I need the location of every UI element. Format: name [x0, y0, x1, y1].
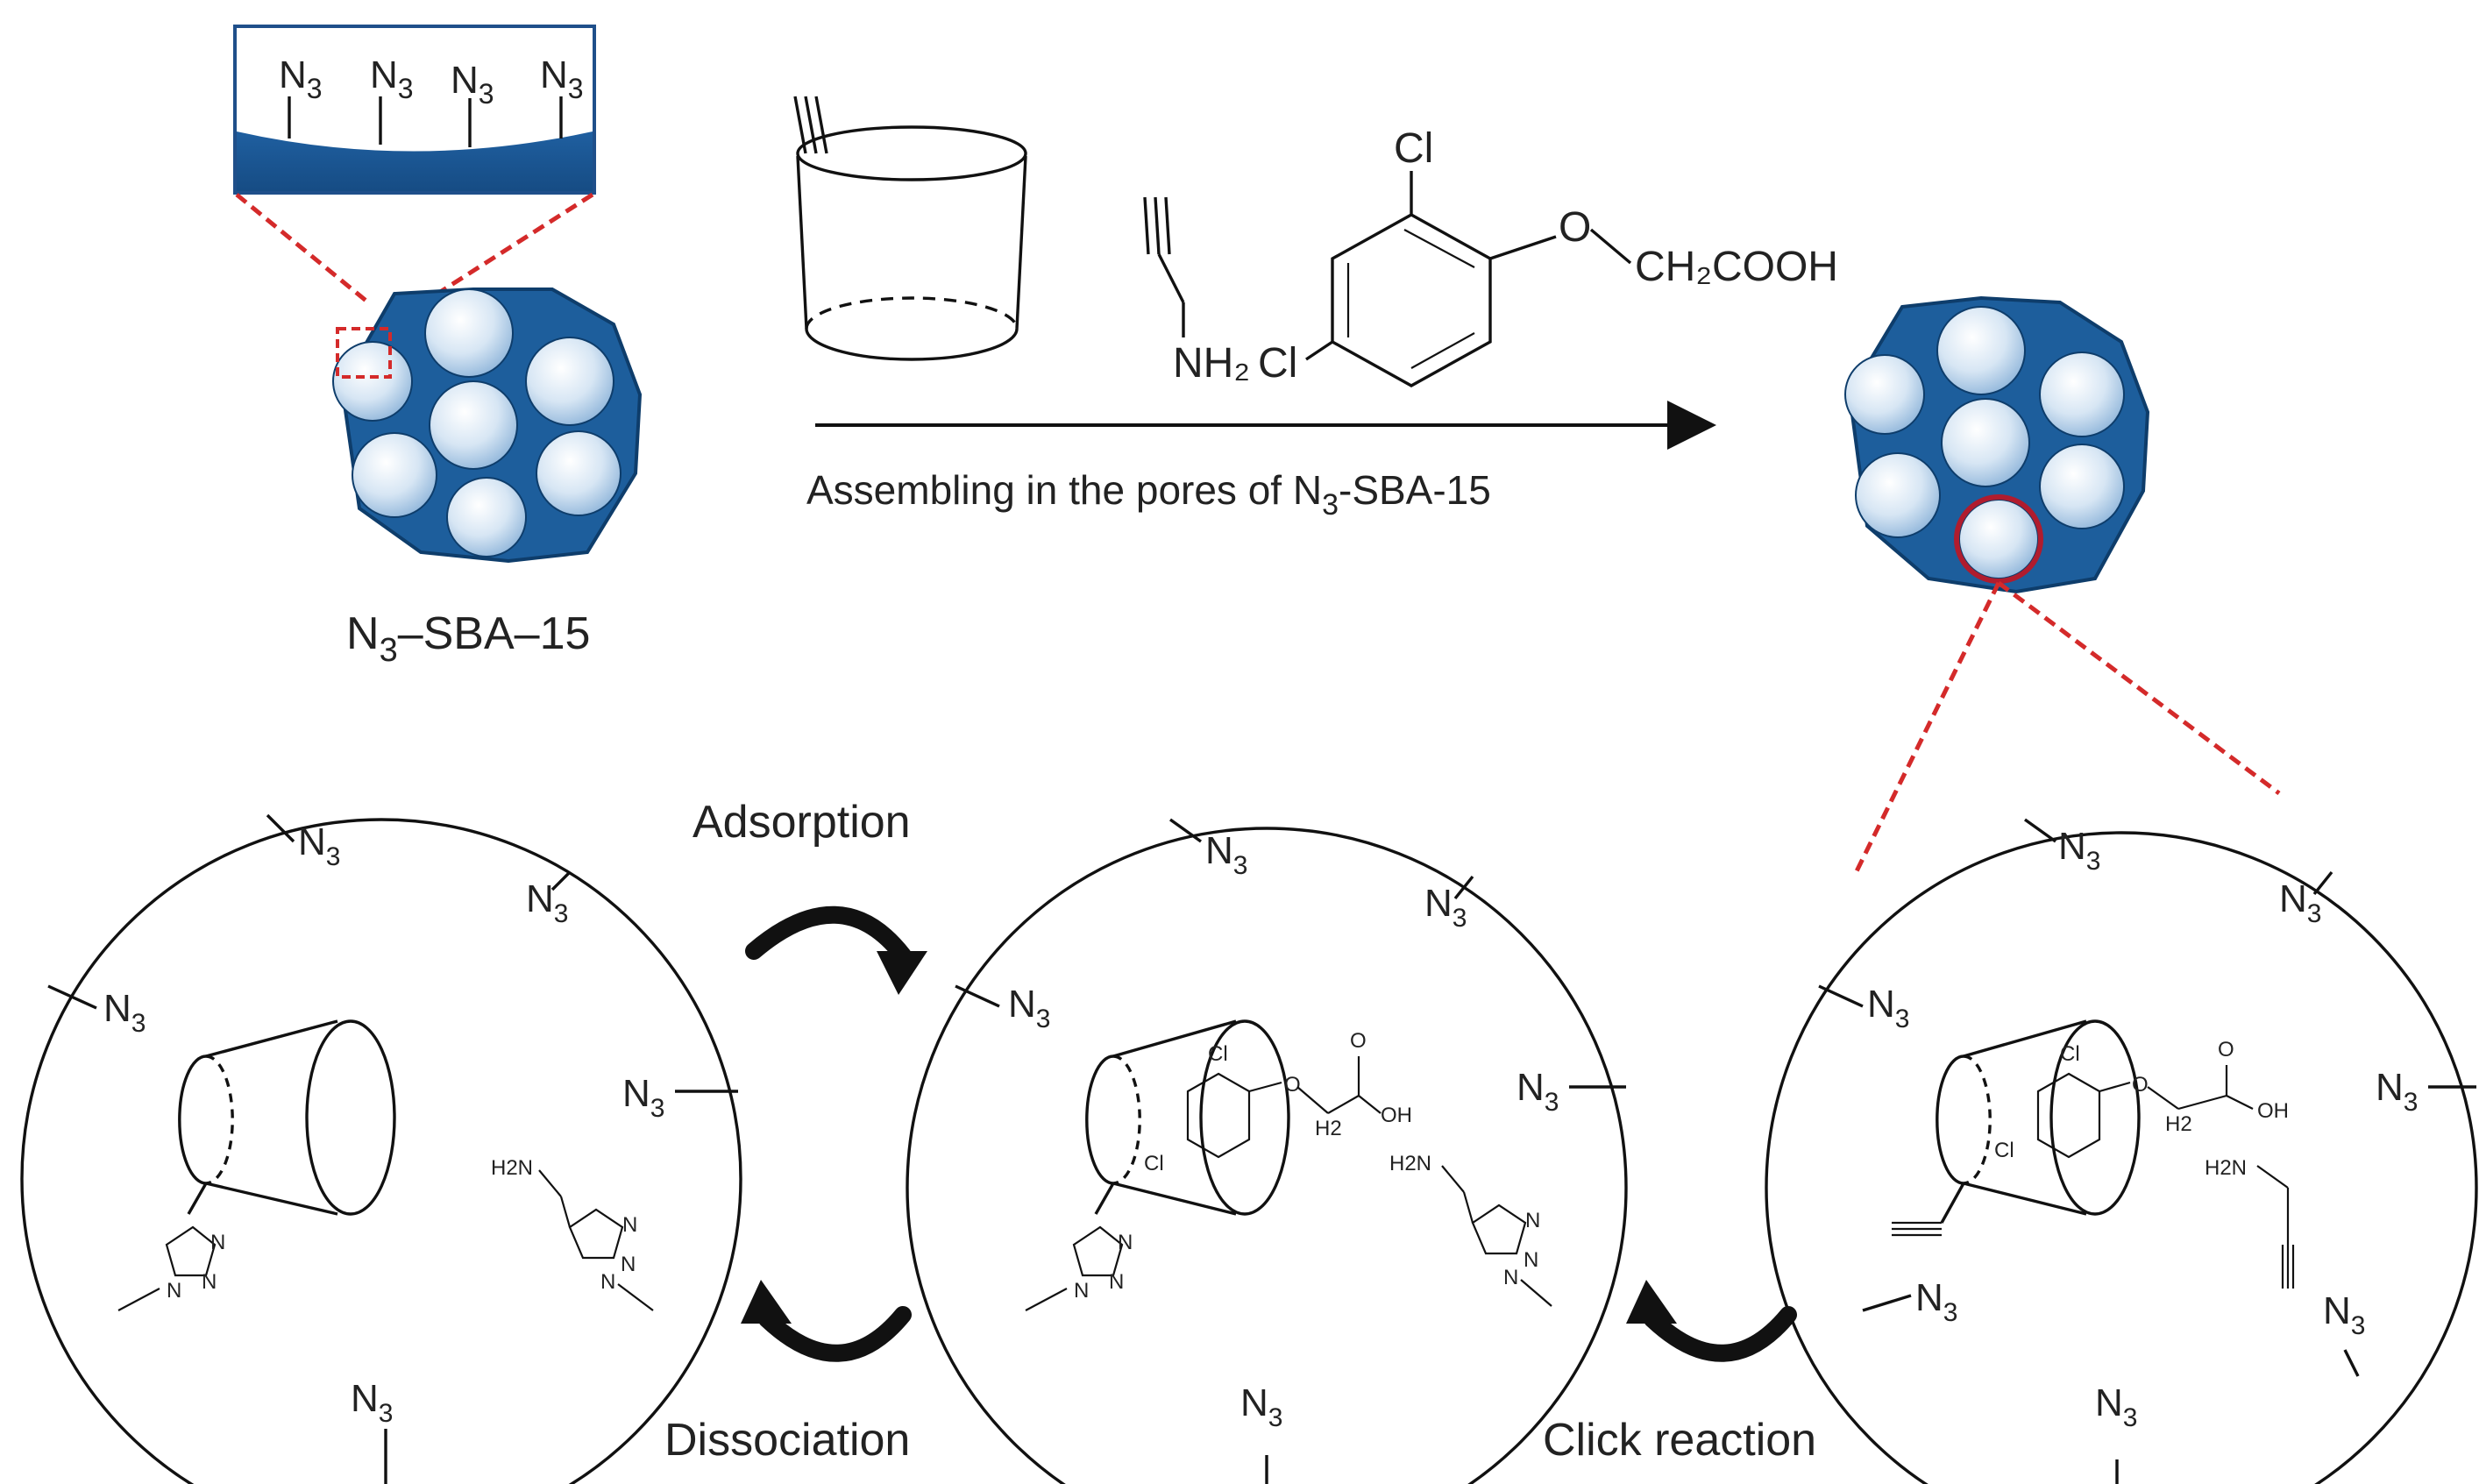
svg-text:N3: N3 [298, 820, 340, 871]
svg-text:Cl: Cl [1208, 1042, 1228, 1066]
surface-n3-label: N3 [279, 53, 323, 104]
propargylamine: NH₂ [1143, 196, 1250, 387]
wall-n3-groups: N3 N3 N3 N3 N3 [955, 818, 1626, 1484]
click-reaction-label: Click reaction [1543, 1415, 1816, 1466]
material-label: N3–SBA–15 [346, 608, 590, 669]
svg-text:N: N [167, 1279, 181, 1303]
aminoethyl-triazole-middle: H2N N N N [1389, 1152, 1552, 1307]
wall-n3-groups: N3 N3 N3 N3 N3 N3 N3 [1818, 818, 2476, 1484]
svg-text:N3: N3 [1424, 882, 1467, 933]
dissociation-arrow [741, 1280, 912, 1362]
svg-text:H2N: H2N [491, 1156, 533, 1180]
svg-text:N: N [622, 1213, 637, 1237]
svg-text:O: O [2132, 1073, 2149, 1097]
svg-text:N3: N3 [2095, 1381, 2137, 1432]
dissociation-label: Dissociation [664, 1415, 910, 1466]
svg-text:N3: N3 [2376, 1066, 2418, 1117]
svg-text:N3: N3 [1240, 1381, 1282, 1432]
svg-text:N: N [1074, 1279, 1089, 1303]
svg-text:O: O [2218, 1038, 2234, 1062]
chloro-top-label: Cl [1394, 125, 1433, 172]
svg-text:N3: N3 [1867, 983, 1909, 1033]
svg-text:O: O [1284, 1073, 1301, 1097]
svg-text:O: O [1350, 1029, 1367, 1053]
inclusion-complex: Cl Cl O H2 O OH [1085, 1019, 1412, 1216]
svg-text:N3: N3 [1008, 983, 1050, 1033]
svg-text:N3: N3 [2279, 877, 2321, 928]
pore-view-dissociated: N3 N3 N3 N3 N3 N N N H2 [20, 813, 742, 1484]
side-chain-label: CH₂COOH [1635, 244, 1838, 290]
surface-n3-label: N3 [540, 53, 584, 104]
svg-text:H2N: H2N [1389, 1152, 1431, 1175]
zoom-lines-left [235, 192, 594, 318]
sba15-particle-left [332, 288, 643, 564]
inclusion-complex-with-alkynes: Cl Cl O H2 O OH [1892, 1019, 2289, 1237]
sba15-particle-right [1844, 295, 2150, 594]
svg-text:N3: N3 [622, 1072, 664, 1123]
svg-text:N: N [1525, 1209, 1540, 1232]
svg-text:OH: OH [2257, 1099, 2289, 1123]
svg-text:H2: H2 [2165, 1112, 2192, 1136]
surface-n3-label: N3 [451, 59, 494, 110]
svg-text:N: N [1524, 1248, 1538, 1272]
oxygen-label: O [1559, 204, 1591, 251]
cyclodextrin-alkyne [793, 96, 1027, 361]
svg-text:Cl: Cl [1994, 1139, 2014, 1162]
svg-text:N3: N3 [2323, 1289, 2365, 1340]
surface-n3-label: N3 [370, 53, 414, 104]
svg-text:H2N: H2N [2205, 1156, 2247, 1180]
zoom-lines-right [1851, 581, 2281, 878]
svg-text:N: N [1503, 1266, 1518, 1289]
svg-text:N3: N3 [351, 1377, 393, 1428]
svg-text:N3: N3 [1915, 1276, 1957, 1327]
svg-text:N: N [1118, 1231, 1133, 1254]
svg-text:N3: N3 [1205, 829, 1247, 880]
svg-text:N3: N3 [526, 877, 568, 928]
pore-view-complex: N3 N3 N3 N3 N3 Cl Cl O H2 O OH [906, 818, 1628, 1484]
svg-text:Cl: Cl [1144, 1152, 1164, 1175]
svg-text:N: N [621, 1253, 636, 1276]
svg-text:N: N [600, 1270, 615, 1294]
click-reaction-arrow [1626, 1280, 1797, 1362]
cyclodextrin-cone [178, 1019, 396, 1216]
svg-text:H2: H2 [1315, 1117, 1342, 1140]
arrow-caption: Assembling in the pores of N3-SBA-15 [806, 467, 1491, 522]
surface-zoom-box: N3 N3 N3 N3 [233, 25, 596, 195]
surface-n3-groups: N3 N3 N3 N3 [279, 53, 584, 147]
aminoethyl-triazole-left: H2N N N N [491, 1156, 654, 1311]
propargylamine-in-pore: H2N [2205, 1156, 2295, 1289]
adsorption-arrow [745, 905, 927, 995]
amine-label: NH₂ [1173, 340, 1250, 387]
svg-text:N3: N3 [103, 987, 146, 1038]
svg-text:OH: OH [1381, 1104, 1412, 1127]
svg-text:N3: N3 [1517, 1066, 1559, 1117]
svg-text:N: N [210, 1231, 225, 1254]
chloro-bottom-label: Cl [1258, 340, 1297, 387]
wall-n3-groups: N3 N3 N3 N3 N3 [47, 813, 738, 1484]
svg-text:N: N [1109, 1270, 1124, 1294]
svg-text:N: N [202, 1270, 217, 1294]
triazole-left: N N N [117, 1225, 225, 1311]
adsorption-label: Adsorption [693, 797, 911, 848]
svg-text:Cl: Cl [2060, 1042, 2080, 1066]
svg-text:N3: N3 [2058, 825, 2100, 876]
dichlorophenoxyacetic-acid: Cl Cl O CH₂COOH [1258, 125, 1838, 387]
pore-view-assembled: N3 N3 N3 N3 N3 N3 N3 Cl Cl O H2 O [1765, 818, 2478, 1484]
triazole-middle: N N N [1025, 1225, 1133, 1311]
